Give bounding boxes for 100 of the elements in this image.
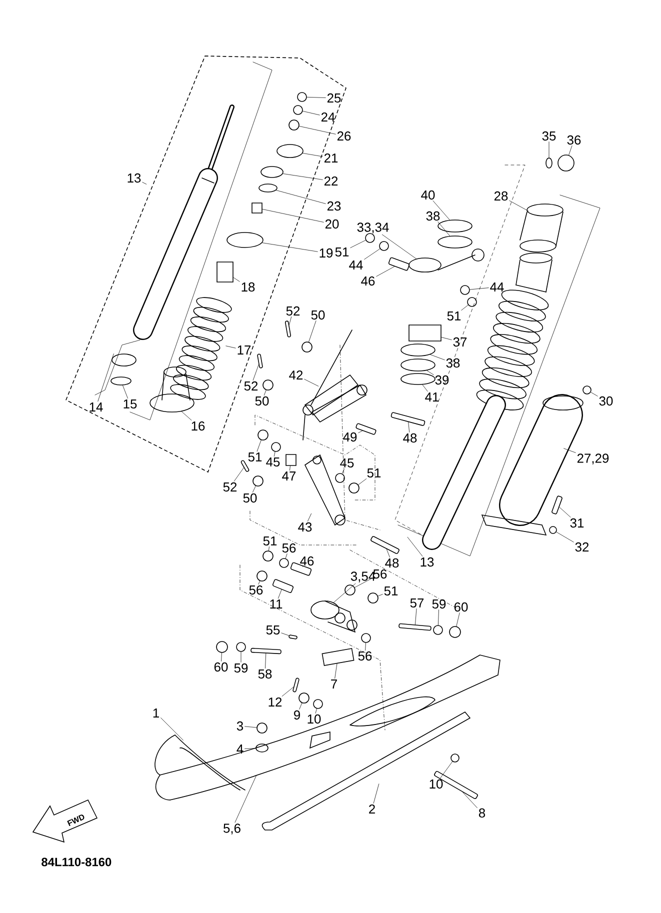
part — [298, 692, 310, 704]
leader-line — [376, 266, 395, 277]
part — [256, 570, 268, 582]
callout-number: 51 — [447, 312, 461, 321]
callout-number: 51 — [335, 248, 349, 257]
part — [288, 634, 298, 640]
leader-line — [354, 578, 372, 588]
part — [240, 460, 250, 472]
callout-number: 26 — [337, 131, 351, 141]
leader-line — [258, 580, 260, 584]
callout-number: 9 — [294, 710, 300, 720]
part — [546, 158, 552, 168]
leader-line — [262, 242, 318, 252]
part — [271, 442, 281, 452]
part — [390, 412, 426, 426]
leader-line — [281, 632, 289, 636]
leader-line — [244, 726, 257, 728]
leader-line — [386, 548, 390, 558]
part — [400, 358, 436, 372]
leader-line — [350, 240, 366, 248]
leader-line — [244, 748, 256, 749]
leader-line — [252, 364, 259, 380]
leader-line — [461, 304, 468, 310]
callout-number: 31 — [570, 518, 584, 528]
callout-number: 3,54 — [350, 572, 376, 582]
leader-line — [268, 546, 270, 551]
part — [236, 642, 246, 652]
leader-line — [282, 686, 294, 696]
part — [292, 678, 300, 692]
leader-line — [440, 761, 453, 778]
callout-number: 48 — [403, 433, 417, 443]
leader-line — [365, 642, 366, 650]
part — [365, 233, 375, 243]
part — [286, 454, 296, 466]
leader-line — [438, 610, 439, 626]
part — [297, 92, 307, 102]
leader-line — [282, 173, 323, 180]
part — [467, 297, 477, 307]
callout-number: 8 — [478, 808, 486, 818]
callout-number: 3 — [236, 721, 244, 731]
part — [322, 648, 354, 666]
callout-number: 51 — [367, 468, 381, 478]
callout-number: 46 — [300, 556, 314, 566]
leader-line — [274, 452, 276, 456]
leader-line — [334, 663, 338, 679]
callout-number: 52 — [244, 381, 258, 391]
leader-line — [304, 379, 319, 386]
leader-line — [564, 448, 576, 453]
callout-number: 15 — [124, 400, 137, 409]
callout-number: 52 — [286, 306, 300, 316]
callout-number: 20 — [325, 219, 339, 229]
part — [279, 558, 289, 568]
leader-line — [160, 718, 184, 740]
part — [388, 257, 410, 271]
leader-line — [288, 316, 292, 325]
callout-number: 10 — [308, 714, 321, 724]
callout-number: 14 — [90, 402, 103, 412]
leader-line — [221, 652, 222, 662]
part — [549, 526, 557, 534]
callout-number: 59 — [234, 663, 248, 673]
callout-number: 51 — [248, 452, 262, 462]
callout-number: 60 — [214, 662, 228, 672]
leader-line — [364, 248, 380, 260]
part — [400, 344, 436, 356]
leader-line — [432, 200, 450, 220]
leader-line — [373, 784, 380, 804]
part — [276, 144, 304, 158]
part — [250, 648, 282, 654]
part — [257, 354, 263, 368]
callout-number: 59 — [432, 599, 446, 609]
part — [293, 105, 303, 115]
callout-number: 46 — [361, 276, 375, 286]
leader-line — [234, 775, 256, 823]
callout-number: 51 — [263, 536, 277, 546]
leader-line — [548, 142, 550, 158]
leader-line — [262, 208, 324, 222]
leader-line — [306, 96, 326, 98]
callout-number: 44 — [349, 260, 363, 270]
leader-line — [299, 126, 336, 134]
part — [110, 376, 132, 386]
leader-line — [333, 583, 356, 603]
callout-number: 30 — [599, 396, 613, 406]
leader-line — [278, 589, 282, 599]
leader-line — [407, 536, 423, 556]
leader-line — [315, 708, 317, 714]
part — [272, 579, 294, 593]
leader-line — [408, 422, 410, 432]
callout-number: 50 — [311, 310, 325, 320]
callout-number: 49 — [343, 432, 357, 442]
callout-number: 13 — [420, 557, 434, 567]
part — [258, 184, 278, 192]
leader-line — [302, 110, 320, 116]
leader-line — [556, 532, 574, 542]
callout-number: 1 — [153, 708, 159, 718]
leader-line — [415, 608, 417, 625]
callout-number: 42 — [289, 370, 303, 380]
leader-line — [98, 354, 114, 402]
leader-line — [264, 390, 266, 396]
callout-number: 56 — [373, 569, 387, 579]
part — [438, 236, 472, 248]
